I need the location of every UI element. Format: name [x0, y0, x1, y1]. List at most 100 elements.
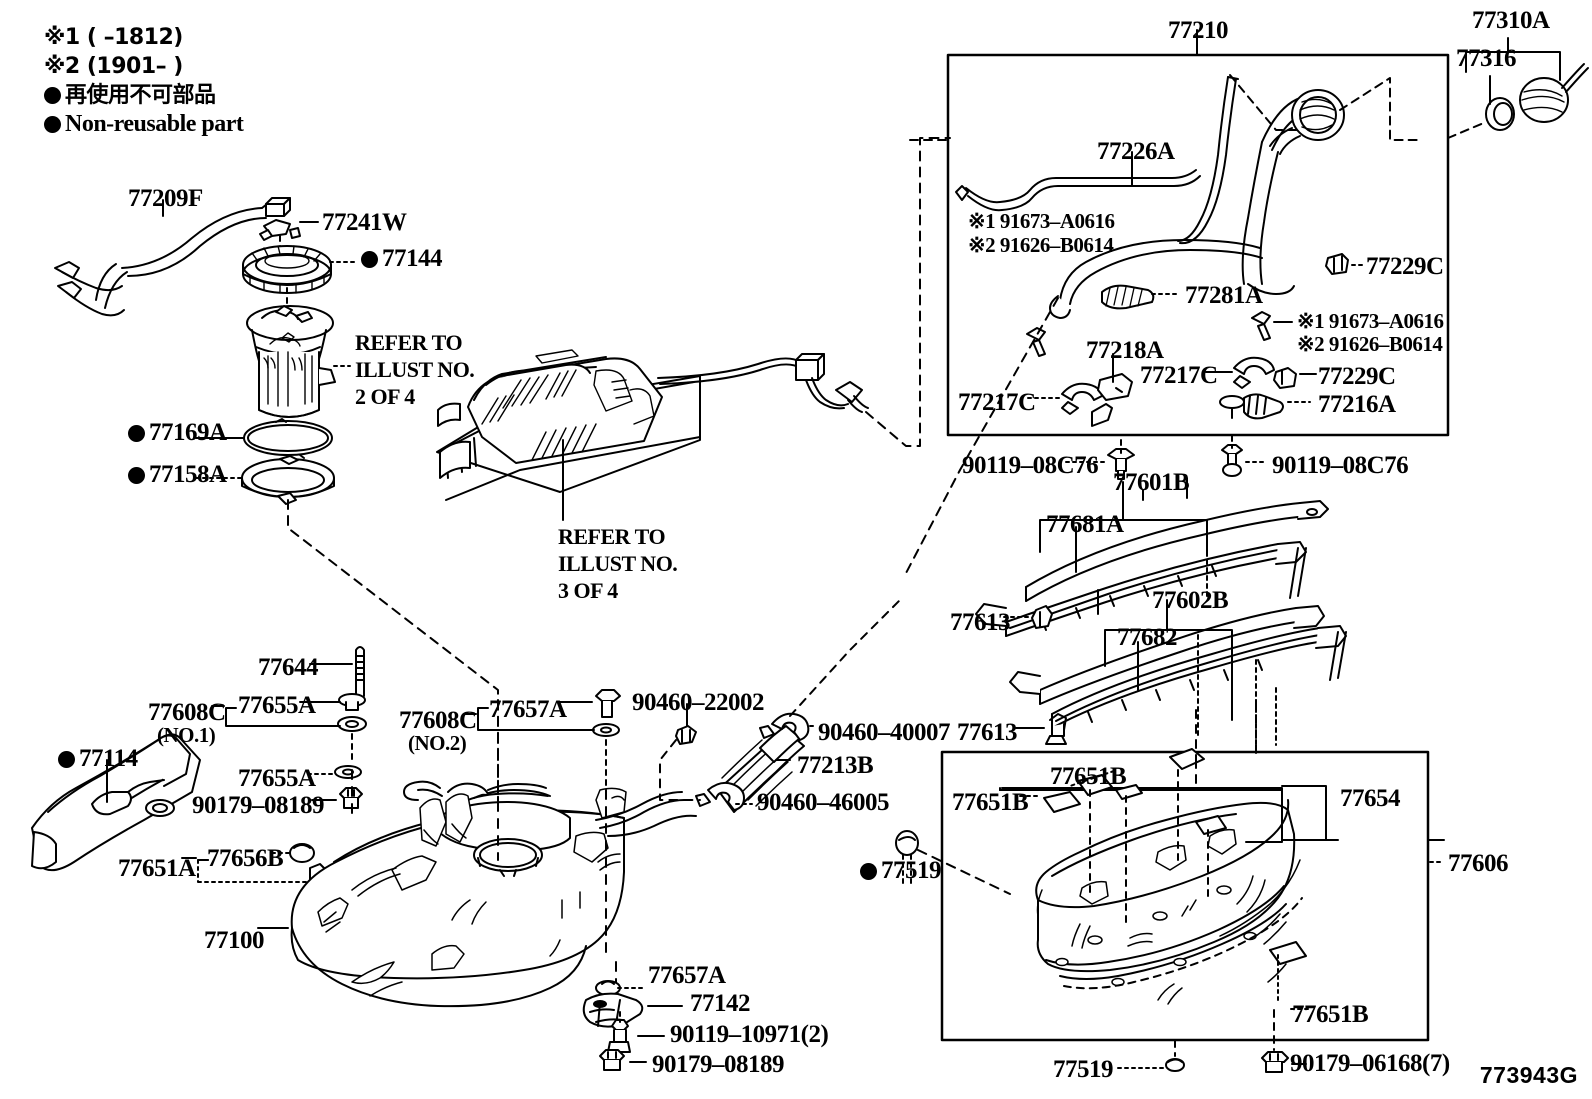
- part-number-text: (NO.2): [408, 731, 467, 755]
- part-vent-tube: [657, 353, 869, 413]
- part-number-text: ※2 91626–B0614: [1297, 332, 1443, 356]
- part-callout-90460-40007: 90460–40007: [818, 719, 951, 746]
- part-tank-top-fitting: [403, 780, 489, 801]
- part-number-text: ※1 91673–A0616: [968, 209, 1115, 233]
- part-number-text: 90460–40007: [818, 719, 951, 746]
- legend-note-2: ※2 (1901– ): [44, 54, 183, 79]
- part-number-text: 77644: [258, 654, 319, 681]
- part-callout-77519-a: 77519: [860, 857, 942, 884]
- part-number-text: 77142: [690, 990, 751, 1017]
- part-callout-77519-b: 77519: [1053, 1056, 1114, 1083]
- part-callout-91626-B0614-1: ※2 91626–B0614: [968, 234, 1114, 256]
- part-number-text: 77657A: [489, 696, 567, 723]
- part-number-text: 77654: [1340, 785, 1401, 812]
- part-callout-77651B-b: 77651B: [952, 789, 1029, 816]
- part-number-text: 77519: [1053, 1056, 1114, 1083]
- part-callout-77213B: 77213B: [797, 752, 874, 779]
- part-callout-77651B-a: 77651B: [1050, 763, 1127, 790]
- refer-illust-3-block: REFER TO ILLUST NO. 3 OF 4: [558, 524, 678, 604]
- part-number-text: 77158A: [149, 461, 227, 488]
- part-77657A-washer-a: [592, 723, 620, 737]
- nonreusable-dot-icon: [58, 751, 75, 768]
- legend-nonreusable-jp: 再使用不可部品: [44, 84, 216, 107]
- part-callout-77655A-b: 77655A: [238, 765, 316, 792]
- part-number-text: 77657A: [648, 962, 726, 989]
- part-77613-clip-a: [1031, 605, 1053, 629]
- part-number-text: 77651B: [1050, 763, 1127, 790]
- refer-illust-3-line2: ILLUST NO.: [558, 550, 678, 576]
- part-77218A-bracket: [1091, 373, 1133, 427]
- part-90119-08C76-b: [1221, 444, 1243, 477]
- refer-illust-2-block: REFER TO ILLUST NO. 2 OF 4: [355, 330, 475, 410]
- part-number-text: 77229C: [1318, 363, 1396, 390]
- part-number-text: 77519: [881, 857, 942, 884]
- part-callout-90460-22002: 90460–22002: [632, 689, 765, 716]
- part-callout-77608C-no1-sub: (NO.1): [157, 724, 216, 746]
- part-number-text: 77613: [957, 719, 1018, 746]
- part-callout-77644: 77644: [258, 654, 319, 681]
- part-number-text: 77655A: [238, 692, 316, 719]
- part-number-text: 77213B: [797, 752, 874, 779]
- part-number-text: 77613: [950, 609, 1011, 636]
- part-callout-77606: 77606: [1448, 850, 1509, 877]
- part-77519-bottom: [1165, 1058, 1185, 1072]
- part-callout-77144: 77144: [361, 245, 443, 272]
- part-callout-77209F: 77209F: [128, 185, 203, 212]
- part-callout-77226A: 77226A: [1097, 138, 1175, 165]
- part-77655A-washer-a: [338, 693, 366, 711]
- part-callout-91673-A0616-1: ※1 91673–A0616: [968, 210, 1115, 232]
- part-number-text: 77169A: [149, 419, 227, 446]
- refer-illust-2-line1: REFER TO: [355, 330, 463, 355]
- legend-note-1: ※1 ( –1812): [44, 25, 183, 50]
- part-77229C-clip-a: [1325, 253, 1349, 275]
- part-callout-77654: 77654: [1340, 785, 1401, 812]
- part-number-text: 90179–08189: [652, 1051, 785, 1078]
- part-77241W-clip: [259, 219, 301, 241]
- legend-nonreusable-en: Non-reusable part: [44, 111, 244, 137]
- part-number-text: 77608C: [399, 707, 477, 734]
- refer-illust-2-line3: 2 OF 4: [355, 383, 415, 409]
- part-number-text: 77241W: [322, 209, 407, 236]
- part-callout-77169A: 77169A: [128, 419, 227, 446]
- part-callout-77142: 77142: [690, 990, 751, 1017]
- part-callout-90179-08189-a: 90179–08189: [192, 792, 325, 819]
- part-90460-22002-clamp: [675, 725, 697, 745]
- part-77657A-washer-b: [595, 980, 621, 996]
- part-callout-77217C-b: 77217C: [1140, 362, 1218, 389]
- part-77656B-grommet: [289, 843, 315, 863]
- part-77602B-band-lower: [1009, 605, 1325, 705]
- part-number-text: 90179–08189: [192, 792, 325, 819]
- part-77210-filler-pipe: [1177, 76, 1345, 295]
- part-number-text: 77655A: [238, 765, 316, 792]
- part-callout-90119-08C76-b: 90119–08C76: [1272, 452, 1409, 479]
- part-77100-fuel-tank: [290, 783, 697, 1008]
- part-90179-08189-nut-b: [599, 1049, 625, 1071]
- part-number-text: 77226A: [1097, 138, 1175, 165]
- part-callout-77613-a: 77613: [950, 609, 1011, 636]
- part-77229C-clip-b: [1273, 367, 1297, 389]
- part-callout-77601B: 77601B: [1113, 469, 1190, 496]
- part-77644-stud: [355, 646, 365, 700]
- part-77651A-screw: [309, 863, 327, 897]
- part-77217C-clip-a: [1061, 382, 1103, 415]
- part-callout-90460-46005: 90460–46005: [757, 789, 890, 816]
- part-77226A-tube: [955, 169, 1201, 212]
- part-callout-77217C-a: 77217C: [958, 389, 1036, 416]
- part-callout-77100: 77100: [204, 927, 265, 954]
- part-77655A-washer-a2: [337, 716, 367, 732]
- part-hose-clamp-small: [1026, 327, 1046, 357]
- part-number-text: 77218A: [1086, 337, 1164, 364]
- part-callout-77681A: 77681A: [1046, 511, 1124, 538]
- part-number-text: 77209F: [128, 185, 203, 212]
- part-91673-bolt-a: [1251, 311, 1271, 341]
- refer-illust-3-line1: REFER TO: [558, 524, 666, 549]
- part-77655A-washer-b: [334, 765, 362, 779]
- part-number-text: 77216A: [1318, 391, 1396, 418]
- part-callout-77608C-no2-sub: (NO.2): [408, 731, 467, 755]
- part-callout-77216A: 77216A: [1318, 391, 1396, 418]
- part-callout-77602B: 77602B: [1152, 587, 1229, 614]
- part-77209F-wire: [54, 197, 291, 317]
- part-callout-77158A: 77158A: [128, 461, 227, 488]
- part-callout-77310A: 77310A: [1472, 7, 1550, 34]
